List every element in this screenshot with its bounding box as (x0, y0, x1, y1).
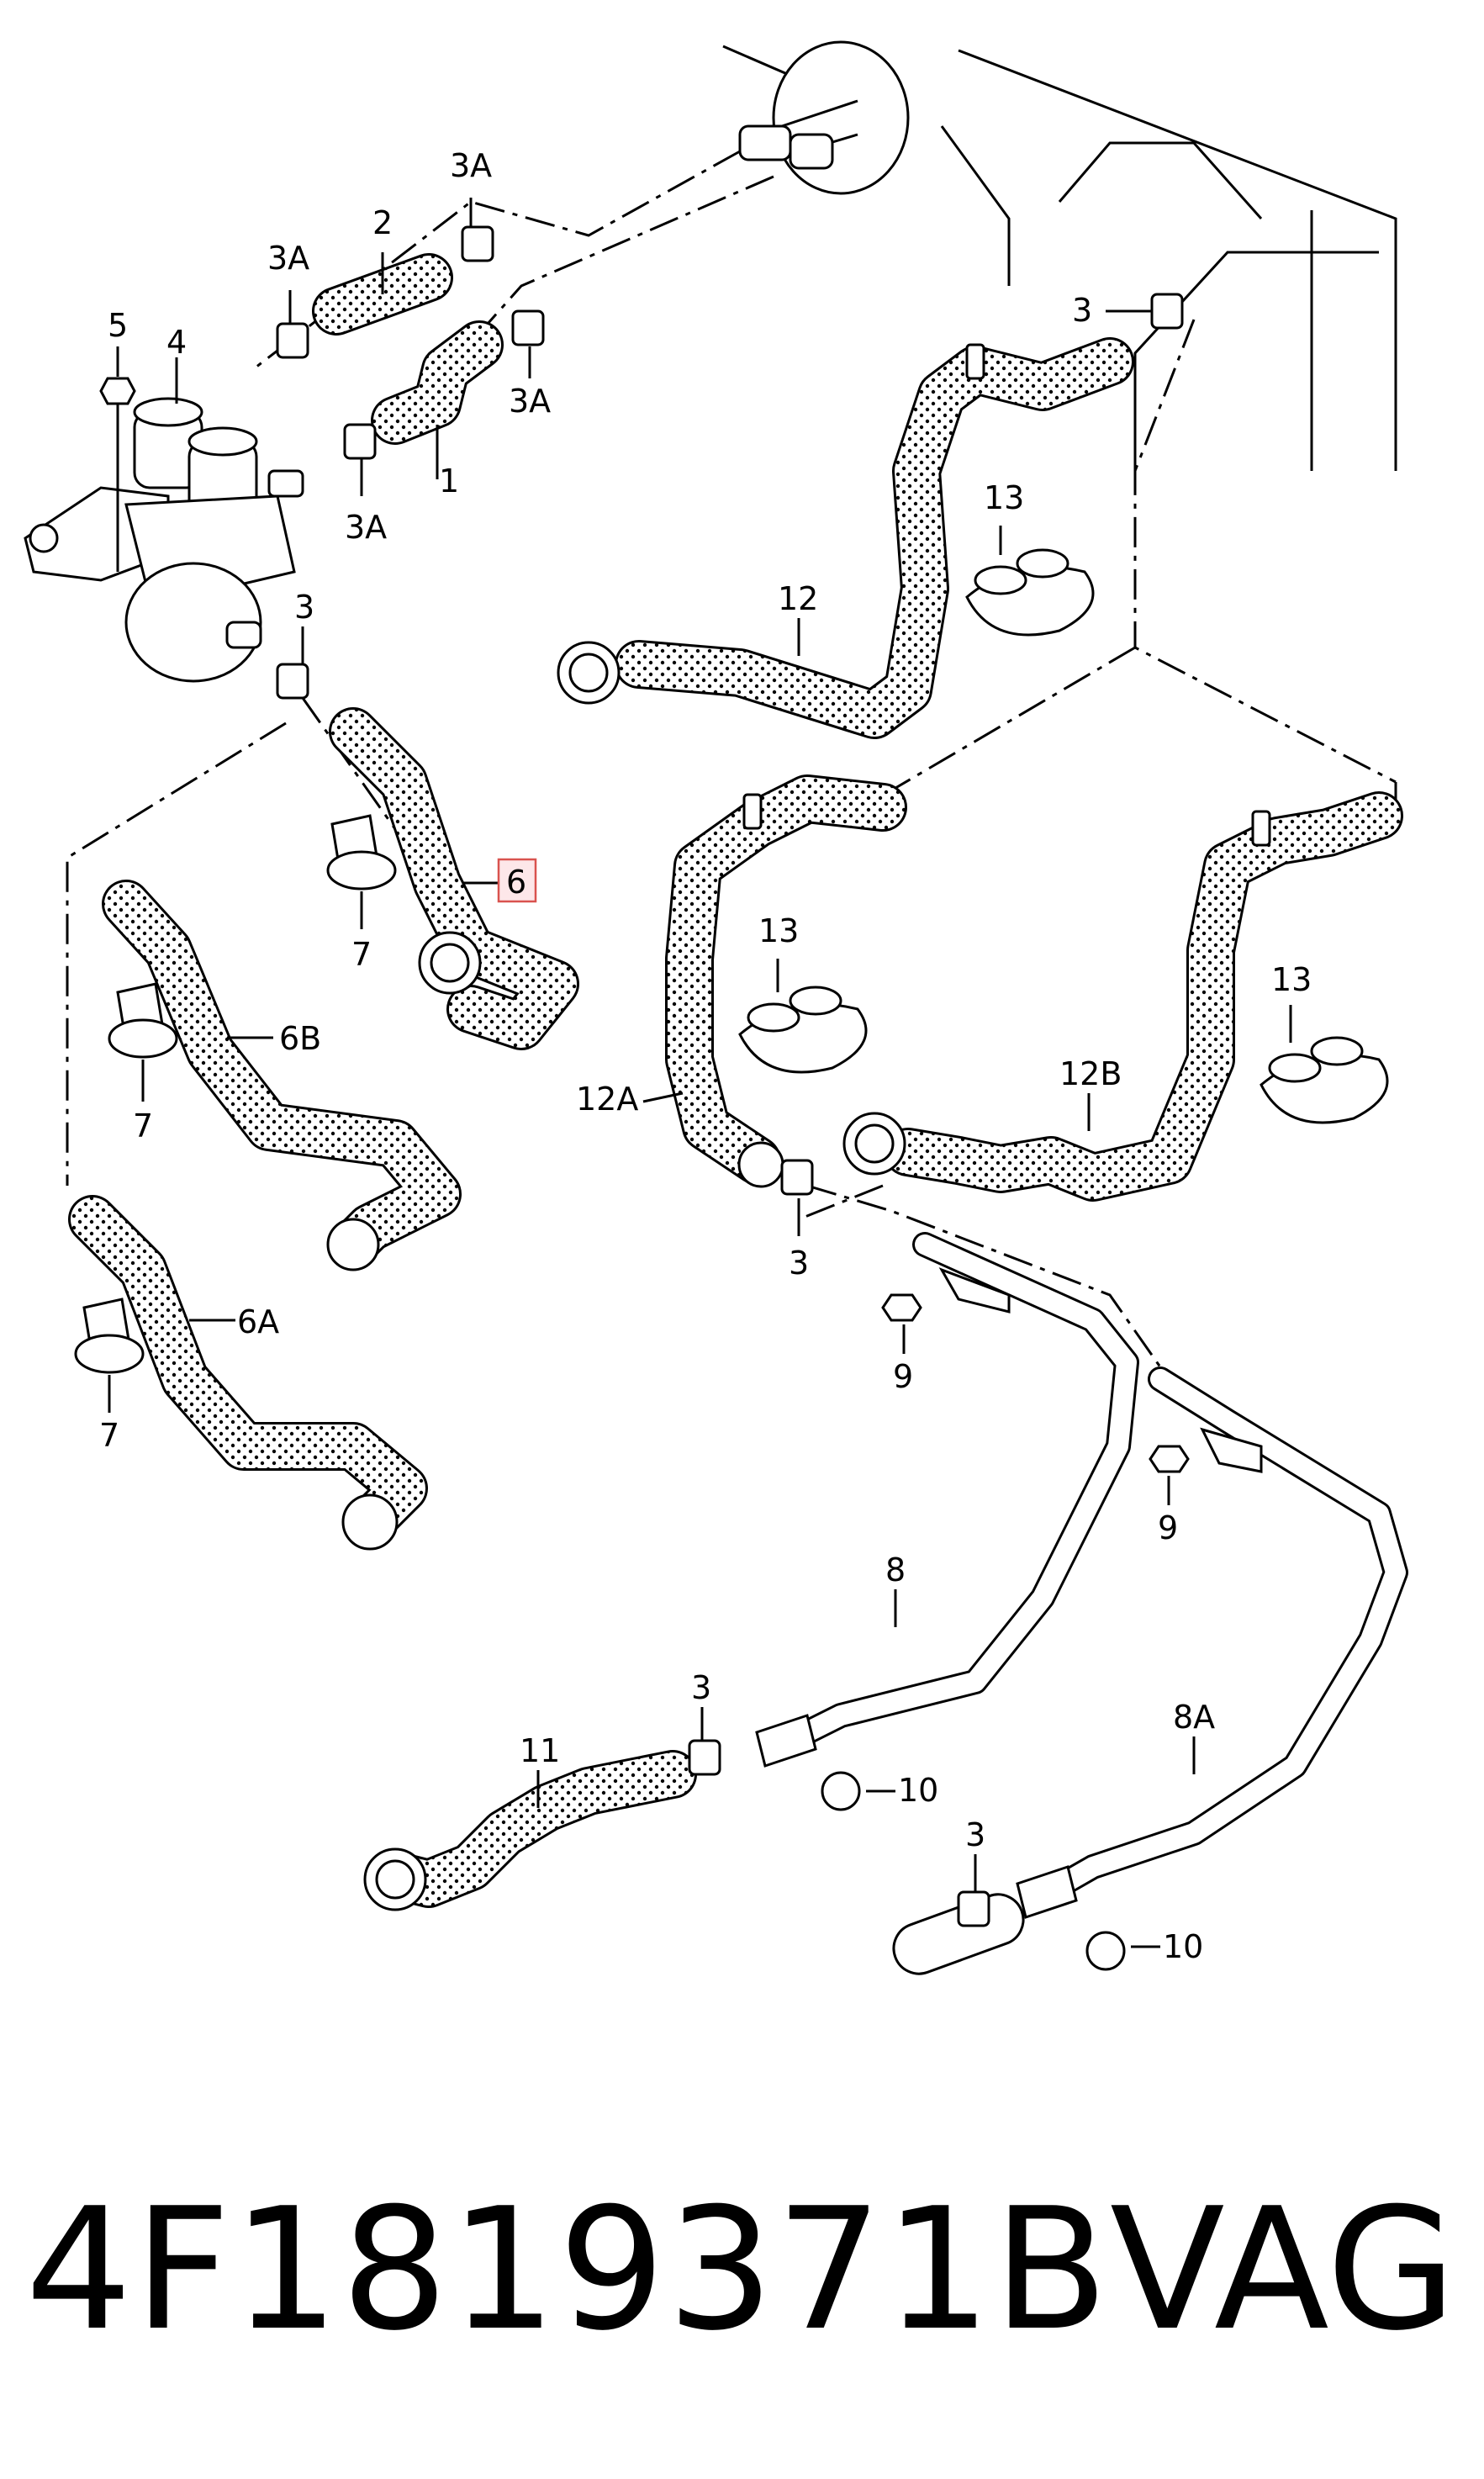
callout-3-bottom: 3 (965, 1816, 985, 1853)
callout-3-mid: 3 (789, 1245, 809, 1282)
callout-5: 5 (108, 307, 128, 344)
callout-6: 6 (506, 864, 526, 901)
callout-6a: 6A (237, 1303, 279, 1340)
engine-bay-outline (722, 40, 1397, 471)
hose-1-2 (276, 198, 545, 496)
connection-lines (66, 150, 1397, 1380)
heater-valve-assembly (24, 346, 304, 683)
hose-12b (842, 791, 1403, 1202)
callout-8: 8 (885, 1551, 906, 1588)
callout-2: 2 (372, 204, 393, 241)
callout-13-c: 13 (1271, 961, 1312, 998)
callout-9-b: 9 (1158, 1509, 1178, 1546)
clip-3-lower (957, 1854, 990, 1927)
callout-12: 12 (778, 580, 818, 617)
pipe-8a (892, 1366, 1408, 1975)
hose-6 (276, 626, 579, 1050)
callout-7-a: 7 (351, 936, 372, 973)
callout-12a: 12A (576, 1081, 638, 1118)
brand-name: VAG (1110, 2172, 1457, 2368)
pipe-8 (755, 1232, 1139, 1768)
parts-diagram: 1 2 3A 3A 3A 3A 3 3 3 3 3 4 5 6 6A 6B 7 … (24, 40, 1408, 1975)
hose-12 (557, 293, 1184, 739)
callout-11: 11 (520, 1732, 560, 1769)
highlight-box-6 (497, 858, 537, 903)
callout-3a-left: 3A (267, 240, 309, 277)
callout-3-valve: 3 (294, 589, 314, 626)
hose-12a (642, 774, 907, 1236)
callout-3-topright: 3 (1072, 292, 1092, 329)
callout-3-lower: 3 (691, 1669, 711, 1706)
callout-1: 1 (439, 462, 459, 500)
callout-8a: 8A (1173, 1699, 1215, 1736)
callout-6b: 6B (279, 1020, 321, 1057)
part-number: 4F1819371B (25, 2172, 1111, 2368)
fasteners (821, 1293, 1190, 1971)
callout-10-a: 10 (898, 1772, 938, 1809)
callout-9-a: 9 (893, 1358, 913, 1395)
callout-13-b: 13 (758, 912, 799, 949)
callout-10-b: 10 (1163, 1928, 1203, 1965)
callout-4: 4 (166, 324, 187, 361)
callout-labels: 1 2 3A 3A 3A 3A 3 3 3 3 3 4 5 6 6A 6B 7 … (99, 147, 1312, 1965)
grommets-13 (738, 526, 1389, 1124)
callout-7-b: 7 (133, 1107, 153, 1144)
hose-6a (68, 1195, 428, 1551)
callout-3a-top: 3A (450, 147, 492, 184)
callout-13-a: 13 (984, 479, 1024, 516)
callout-3a-right: 3A (509, 383, 551, 420)
callout-3a-bottom: 3A (345, 509, 387, 546)
callout-7-c: 7 (99, 1417, 119, 1454)
callout-12b: 12B (1059, 1055, 1122, 1092)
hose-6b (102, 880, 462, 1271)
hose-11 (363, 1707, 721, 1911)
